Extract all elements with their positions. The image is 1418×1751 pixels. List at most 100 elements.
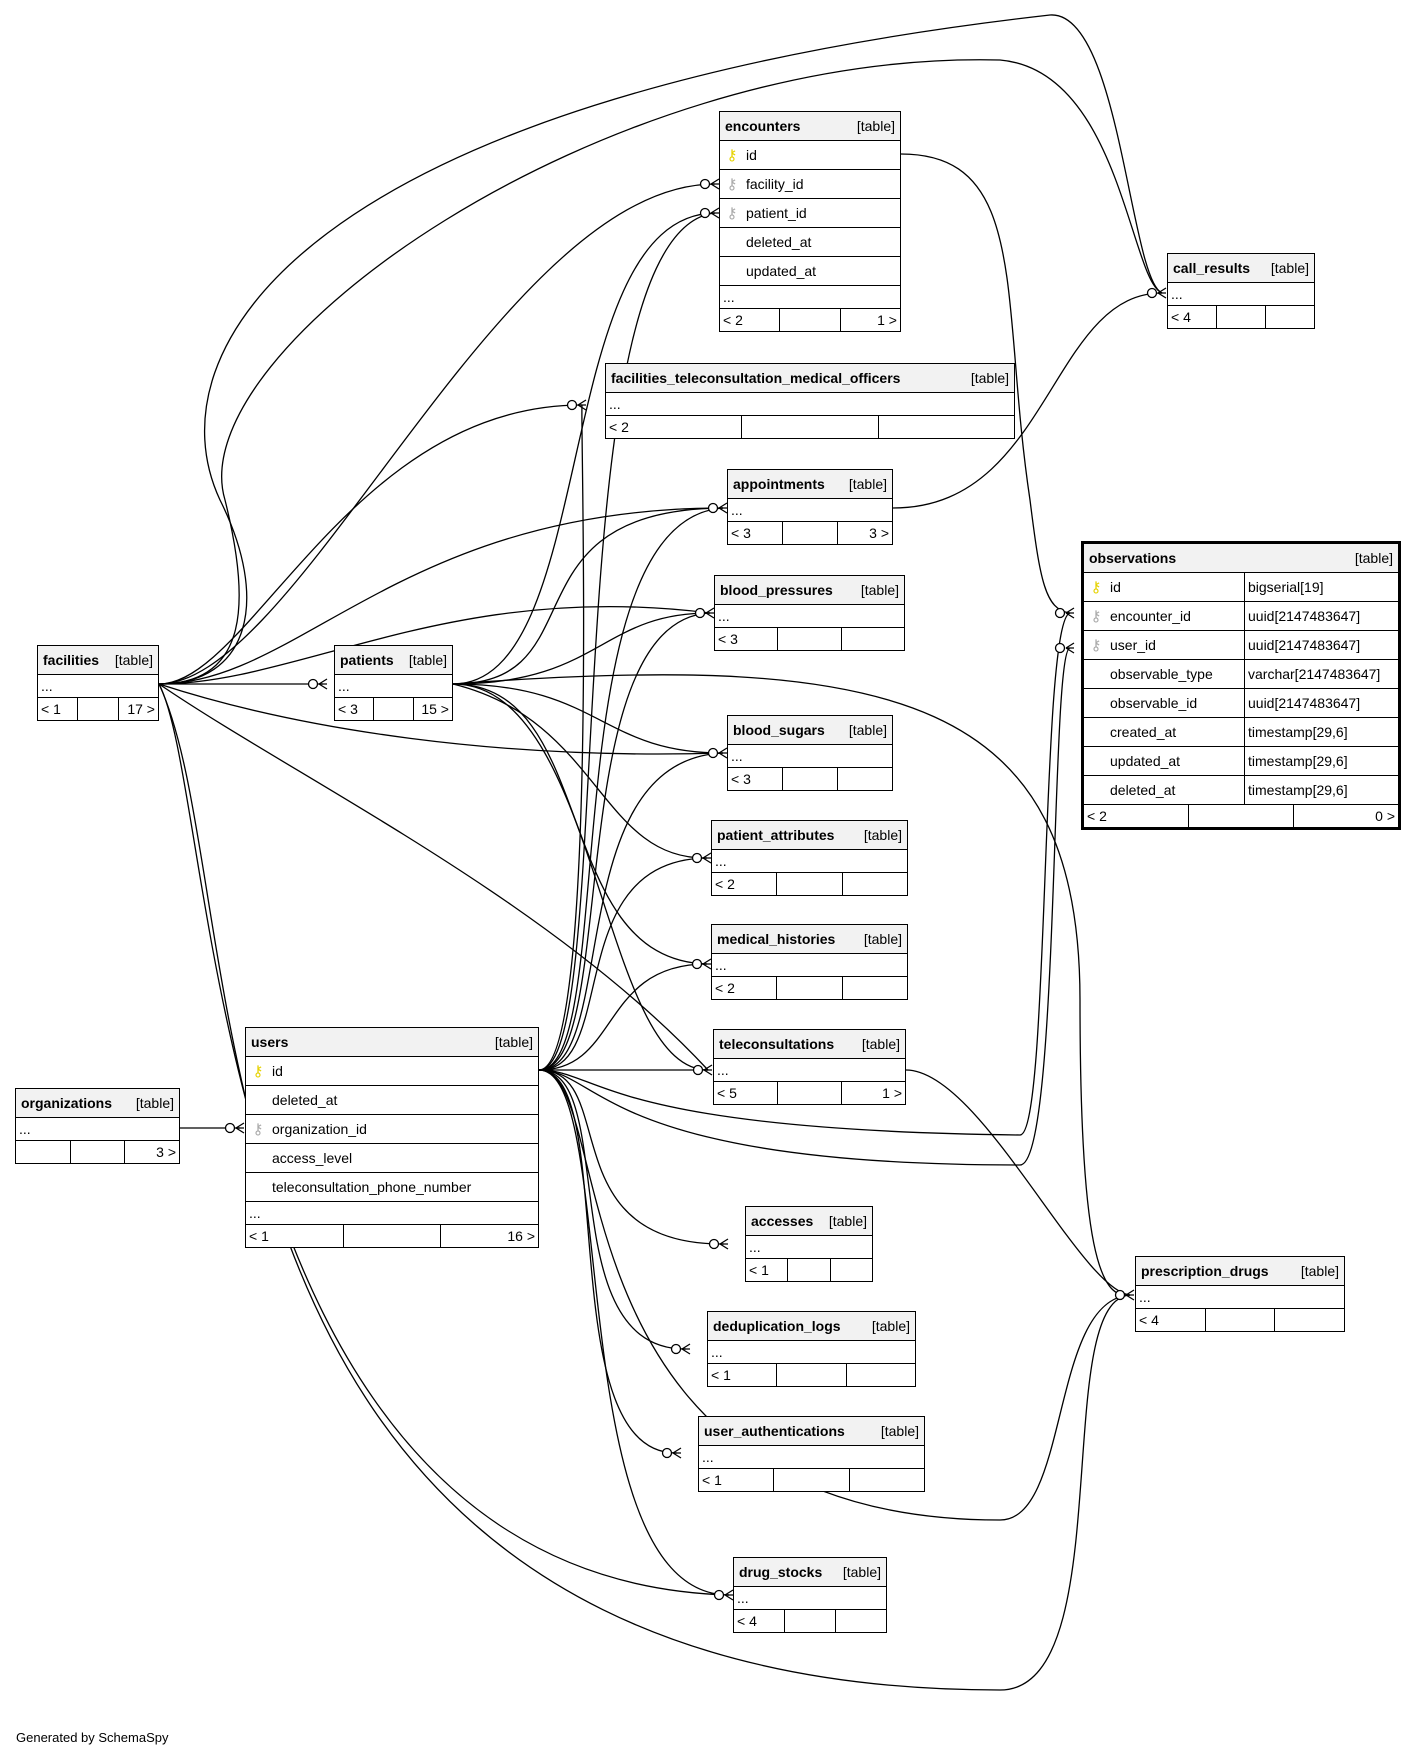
table-call-results[interactable]: call_results [table] ... < 4 bbox=[1167, 253, 1315, 329]
parents-count[interactable]: < 4 bbox=[1171, 309, 1191, 325]
column-row[interactable]: updated_at bbox=[720, 257, 900, 286]
parents-count[interactable]: < 4 bbox=[737, 1613, 757, 1629]
parents-count[interactable]: < 2 bbox=[715, 876, 735, 892]
table-accesses[interactable]: accesses [table] ... < 1 bbox=[745, 1206, 873, 1282]
column-row[interactable]: deleted_at bbox=[720, 228, 900, 257]
table-deduplication-logs[interactable]: deduplication_logs [table] ... < 1 bbox=[707, 1311, 916, 1387]
children-count[interactable]: 0 > bbox=[1293, 805, 1398, 827]
table-header: observations [table] bbox=[1084, 544, 1398, 573]
parents-count[interactable]: < 1 bbox=[702, 1472, 722, 1488]
parents-count[interactable] bbox=[16, 1141, 70, 1163]
children-count[interactable] bbox=[1265, 306, 1314, 328]
parents-count[interactable]: < 3 bbox=[718, 631, 738, 647]
children-count[interactable] bbox=[835, 1610, 886, 1632]
children-count[interactable] bbox=[840, 628, 904, 650]
table-type-label: [table] bbox=[408, 652, 447, 668]
more-columns: ... bbox=[734, 1587, 886, 1610]
parents-count[interactable]: < 3 bbox=[338, 701, 358, 717]
column-row[interactable]: ⚷id bbox=[246, 1057, 538, 1086]
table-drug-stocks[interactable]: drug_stocks [table] ... < 4 bbox=[733, 1557, 887, 1633]
children-count[interactable]: 15 > bbox=[412, 698, 452, 720]
column-row[interactable]: access_level bbox=[246, 1144, 538, 1173]
children-count[interactable] bbox=[837, 768, 892, 790]
parents-count[interactable]: < 1 bbox=[711, 1367, 731, 1383]
table-header: user_authentications [table] bbox=[699, 1417, 924, 1446]
children-count[interactable]: 16 > bbox=[440, 1225, 538, 1247]
table-footer: < 2 bbox=[712, 873, 907, 895]
relationship-line bbox=[538, 212, 716, 1071]
parents-count[interactable]: < 1 bbox=[749, 1262, 769, 1278]
table-name: call_results bbox=[1173, 260, 1251, 276]
parents-count[interactable]: < 4 bbox=[1139, 1312, 1159, 1328]
table-medical-histories[interactable]: medical_histories [table] ... < 2 bbox=[711, 924, 908, 1000]
parents-count[interactable]: < 1 bbox=[249, 1228, 269, 1244]
parents-count[interactable]: < 3 bbox=[731, 525, 751, 541]
more-columns: ... bbox=[1168, 283, 1314, 306]
children-count[interactable]: 3 > bbox=[124, 1141, 179, 1163]
parents-count[interactable]: < 2 bbox=[609, 419, 629, 435]
table-type-label: [table] bbox=[860, 582, 899, 598]
relationship-line bbox=[905, 1069, 1131, 1296]
table-users[interactable]: users [table] ⚷id deleted_at ⚷organizati… bbox=[245, 1027, 539, 1248]
parents-count[interactable]: < 2 bbox=[723, 312, 743, 328]
relationship-line bbox=[900, 153, 1071, 614]
table-encounters[interactable]: encounters [table] ⚷id ⚷facility_id ⚷pat… bbox=[719, 111, 901, 332]
children-count[interactable]: 17 > bbox=[117, 698, 158, 720]
parents-count[interactable]: < 5 bbox=[717, 1085, 737, 1101]
parents-count[interactable]: < 2 bbox=[1087, 808, 1107, 824]
column-type: timestamp[29,6] bbox=[1244, 718, 1398, 746]
crows-foot-marker bbox=[710, 207, 720, 219]
children-count[interactable] bbox=[848, 1469, 924, 1491]
table-type-label: [table] bbox=[970, 370, 1009, 386]
table-prescription-drugs[interactable]: prescription_drugs [table] ... < 4 bbox=[1135, 1256, 1345, 1332]
children-count[interactable] bbox=[841, 873, 907, 895]
children-count[interactable]: 3 > bbox=[837, 522, 892, 544]
column-row[interactable]: ⚷id bbox=[720, 141, 900, 170]
column-row[interactable]: teleconsultation_phone_number bbox=[246, 1173, 538, 1202]
foreign-key-icon: ⚷ bbox=[726, 175, 738, 193]
table-facilities-teleconsultation-medical-officers[interactable]: facilities_teleconsultation_medical_offi… bbox=[605, 363, 1015, 439]
children-count[interactable] bbox=[1274, 1309, 1344, 1331]
children-count[interactable] bbox=[829, 1259, 872, 1281]
parents-count[interactable]: < 1 bbox=[41, 701, 61, 717]
crows-foot-marker bbox=[702, 852, 712, 864]
column-row[interactable]: ⚷patient_id bbox=[720, 199, 900, 228]
children-count[interactable]: 1 > bbox=[839, 309, 900, 331]
table-patient-attributes[interactable]: patient_attributes [table] ... < 2 bbox=[711, 820, 908, 896]
column-row[interactable]: ⚷facility_id bbox=[720, 170, 900, 199]
parents-count[interactable]: < 2 bbox=[715, 980, 735, 996]
column-type: uuid[2147483647] bbox=[1244, 631, 1398, 659]
crows-foot-marker bbox=[318, 678, 328, 690]
table-type-label: [table] bbox=[871, 1318, 910, 1334]
children-count[interactable] bbox=[841, 977, 907, 999]
children-count[interactable] bbox=[877, 416, 1014, 438]
column-row[interactable]: deleted_at bbox=[246, 1086, 538, 1115]
table-blood-pressures[interactable]: blood_pressures [table] ... < 3 bbox=[714, 575, 905, 651]
table-header: teleconsultations [table] bbox=[714, 1030, 905, 1059]
table-header: medical_histories [table] bbox=[712, 925, 907, 954]
table-organizations[interactable]: organizations [table] ... 3 > bbox=[15, 1088, 180, 1164]
children-count[interactable]: 1 > bbox=[841, 1082, 905, 1104]
children-count[interactable] bbox=[845, 1364, 915, 1386]
primary-key-icon: ⚷ bbox=[1090, 578, 1102, 596]
parents-count[interactable]: < 3 bbox=[731, 771, 751, 787]
table-blood-sugars[interactable]: blood_sugars [table] ... < 3 bbox=[727, 715, 893, 791]
column-row[interactable]: ⚷organization_id bbox=[246, 1115, 538, 1144]
table-user-authentications[interactable]: user_authentications [table] ... < 1 bbox=[698, 1416, 925, 1492]
crows-foot-marker bbox=[1065, 642, 1075, 654]
more-columns: ... bbox=[712, 954, 907, 977]
crows-foot-marker bbox=[718, 747, 728, 759]
